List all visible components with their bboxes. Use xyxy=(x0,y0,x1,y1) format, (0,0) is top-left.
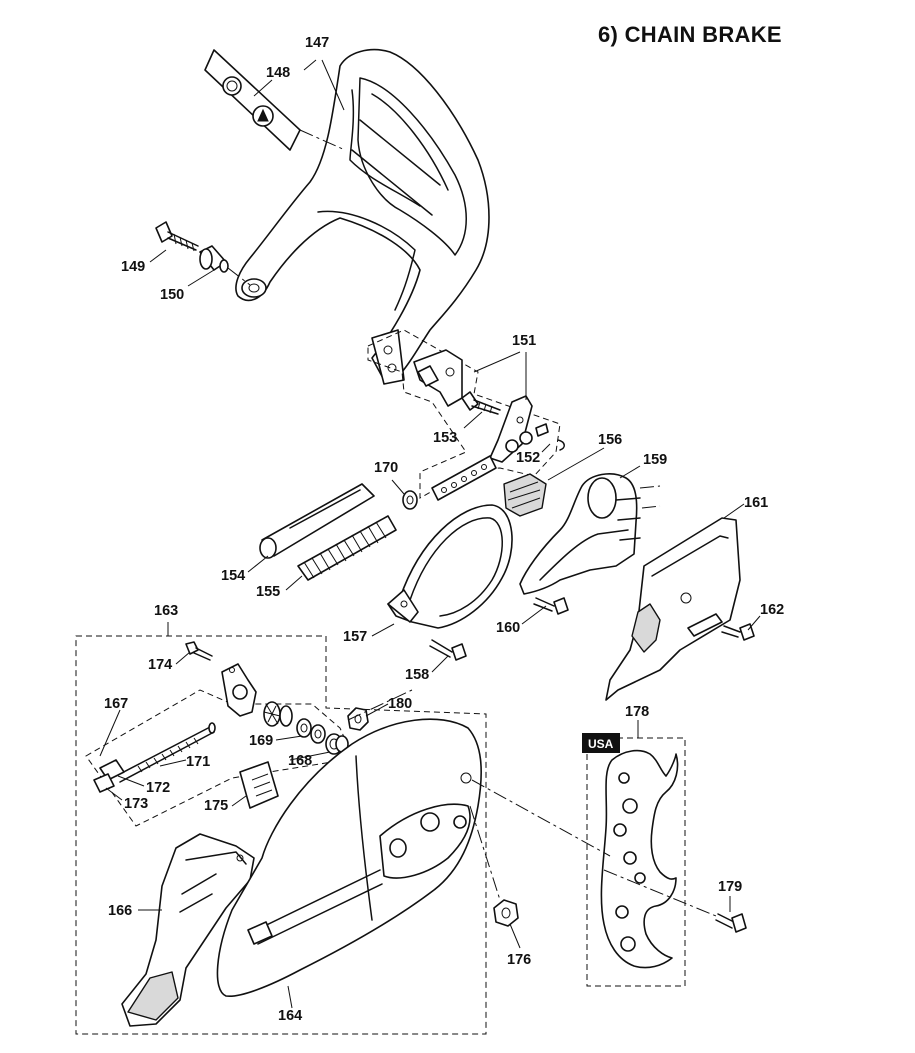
part-169-washer xyxy=(296,718,326,744)
part-168-nut xyxy=(325,733,349,755)
label-155: 155 xyxy=(256,584,280,600)
part-157-brake-band xyxy=(387,504,513,629)
part-164-sprocket-cover xyxy=(216,718,482,997)
part-154-tube xyxy=(259,483,375,559)
part-151-link-assembly xyxy=(413,349,565,463)
label-166: 166 xyxy=(108,903,132,919)
part-162-screw xyxy=(721,623,755,641)
part-180-nut xyxy=(347,707,369,731)
part-156-brake-pad xyxy=(503,473,547,517)
label-170: 170 xyxy=(374,460,398,476)
part-gear xyxy=(263,701,293,727)
part-174-screw xyxy=(185,641,213,661)
label-150: 150 xyxy=(160,287,184,303)
label-161: 161 xyxy=(744,495,768,511)
label-162: 162 xyxy=(760,602,784,618)
part-155-spring xyxy=(297,515,397,581)
part-159-brake-housing xyxy=(519,473,661,595)
label-173: 173 xyxy=(124,796,148,812)
label-149: 149 xyxy=(121,259,145,275)
part-173-block xyxy=(93,773,115,793)
part-160-screw xyxy=(533,597,569,615)
part-176-nut xyxy=(493,899,519,927)
leader-lines xyxy=(99,59,761,1009)
label-160: 160 xyxy=(496,620,520,636)
part-tensioner-housing xyxy=(221,663,257,717)
label-180: 180 xyxy=(388,696,412,712)
alignment-line xyxy=(471,779,717,917)
label-153: 153 xyxy=(433,430,457,446)
part-171-adjuster-screw xyxy=(115,722,216,783)
part-161-side-plate xyxy=(605,517,741,701)
label-167: 167 xyxy=(104,696,128,712)
part-153-screw xyxy=(461,391,501,415)
label-157: 157 xyxy=(343,629,367,645)
label-163: 163 xyxy=(154,603,178,619)
label-164: 164 xyxy=(278,1008,302,1024)
label-156: 156 xyxy=(598,432,622,448)
part-adjuster-bar xyxy=(431,455,497,501)
page-title: 6) CHAIN BRAKE xyxy=(598,22,782,47)
label-174: 174 xyxy=(148,657,172,673)
part-166-brake-lever xyxy=(121,833,255,1027)
part-150-sleeve xyxy=(199,245,229,273)
label-171: 171 xyxy=(186,754,210,770)
label-151: 151 xyxy=(512,333,536,349)
part-178-chain-catcher-plate xyxy=(600,749,679,969)
part-149-screw xyxy=(155,221,199,252)
label-147: 147 xyxy=(305,35,329,51)
label-179: 179 xyxy=(718,879,742,895)
label-158: 158 xyxy=(405,667,429,683)
part-158-screw xyxy=(429,639,467,661)
label-175: 175 xyxy=(204,798,228,814)
label-159: 159 xyxy=(643,452,667,468)
label-172: 172 xyxy=(146,780,170,796)
label-178: 178 xyxy=(625,704,649,720)
usa-badge: USA xyxy=(582,733,620,753)
label-154: 154 xyxy=(221,568,245,584)
label-168: 168 xyxy=(288,753,312,769)
usa-badge-text: USA xyxy=(588,737,614,751)
label-176: 176 xyxy=(507,952,531,968)
part-179-screw xyxy=(715,913,747,933)
part-170-washer xyxy=(402,490,418,510)
label-148: 148 xyxy=(266,65,290,81)
part-147-hand-guard xyxy=(235,48,490,385)
part-175-pad xyxy=(239,761,279,809)
group-178-outline xyxy=(586,737,686,987)
group-163-outline xyxy=(75,635,487,1035)
label-169: 169 xyxy=(249,733,273,749)
label-152: 152 xyxy=(516,450,540,466)
